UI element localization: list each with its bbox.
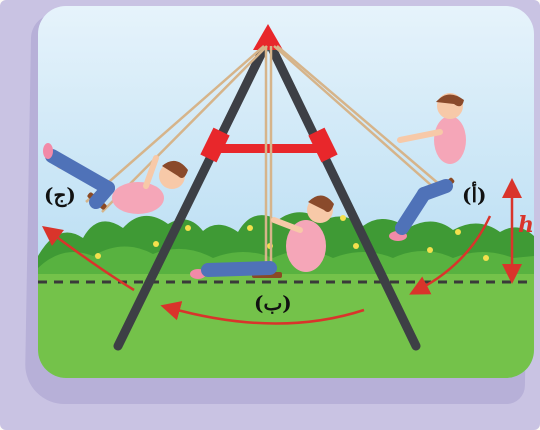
label-height: h — [518, 212, 534, 238]
label-position-c: (ج) — [44, 183, 76, 208]
label-position-b: (ب) — [254, 291, 292, 315]
grass — [38, 274, 534, 378]
swing-diagram: (ج) (ب) (أ) h — [38, 6, 534, 378]
swing-scene: (ج) (ب) (أ) h — [38, 6, 534, 378]
crossbar — [208, 144, 330, 153]
label-position-a: (أ) — [462, 181, 487, 207]
